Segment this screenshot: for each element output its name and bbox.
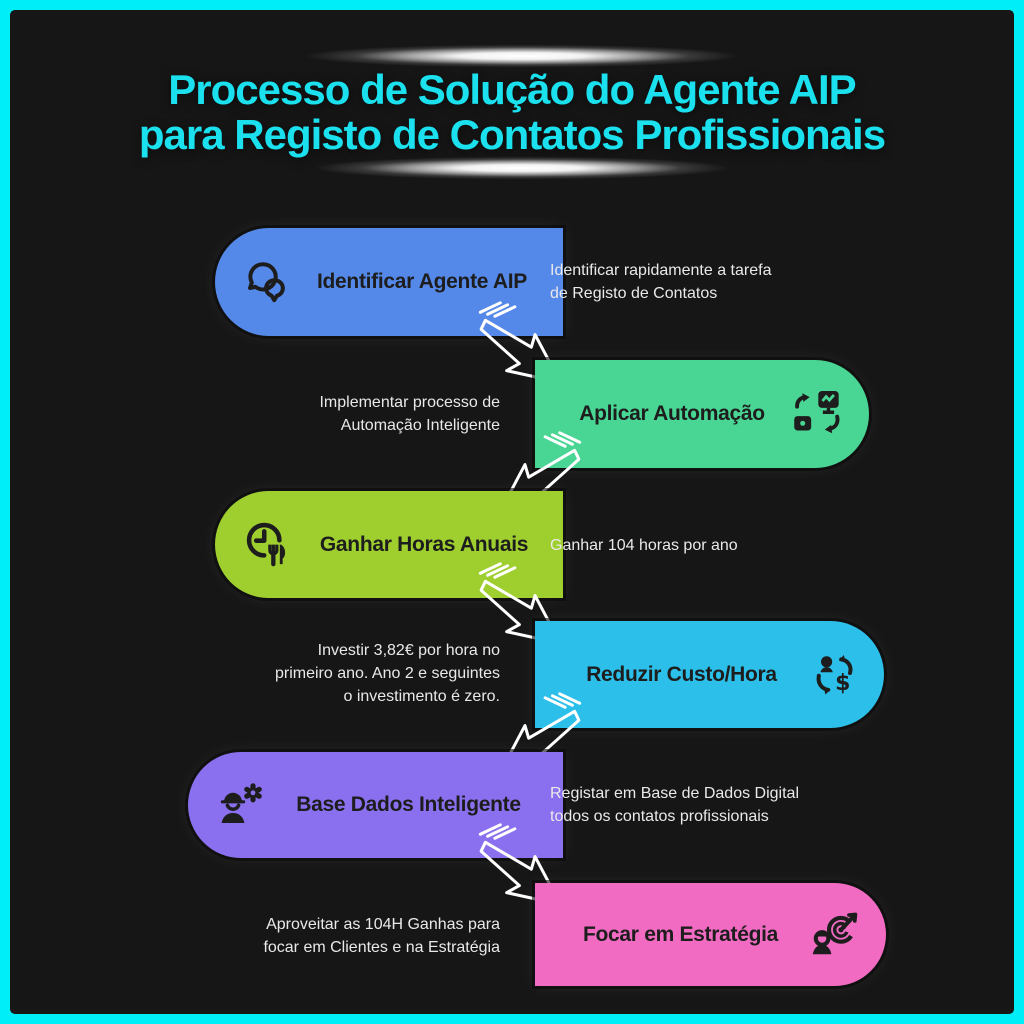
step-4-description: Investir 3,82€ por hora no primeiro ano.… [274,642,500,706]
dollar-glyph: $ [835,670,850,695]
step-1-label: Identificar Agente AIP [316,270,528,293]
step-3-description: Ganhar 104 horas por ano [550,537,738,554]
infographic-canvas: Processo de Solução do Agente AIP para R… [10,10,1014,1014]
metallic-divider-bottom [306,156,738,180]
step-4-label: Reduzir Custo/Hora [586,662,777,686]
step-2-description: Implementar processo de Automação Inteli… [319,394,500,435]
automation-icon [791,388,843,440]
step-5-pill: Base Dados Inteligente [188,752,563,858]
chat-bubbles-icon [243,258,291,306]
step-2-pill: Aplicar Automação [535,360,869,468]
step-6-description: Aproveitar as 104H Ganhas para focar em … [263,916,500,957]
step-3-label: Ganhar Horas Anuais [319,532,529,556]
step-6-label: Focar em Estratégia [582,922,779,946]
step-1-pill: Identificar Agente AIP [215,228,563,336]
page-title-line1: Processo de Solução do Agente AIP [168,66,856,113]
metallic-divider-top [296,44,748,68]
step-5-label: Base Dados Inteligente [296,793,521,816]
step-4-pill: Reduzir Custo/Hora $ [535,621,884,728]
step-5-description: Registar em Base de Dados Digital todos … [550,785,800,826]
step-3-pill: Ganhar Horas Anuais [215,491,563,598]
page-title: Processo de Solução do Agente AIP para R… [10,66,1014,158]
step-2-label: Aplicar Automação [579,402,765,425]
person-target-icon [808,909,860,961]
step-6-pill: Focar em Estratégia [535,883,886,986]
person-cost-exchange-icon: $ [810,651,858,699]
page-title-line2: para Registo de Contatos Profissionais [138,110,886,158]
clock-utensils-icon [243,519,295,571]
engineer-gear-icon [216,781,264,829]
step-1-description: Identificar rapidamente a tarefa de Regi… [550,262,772,303]
